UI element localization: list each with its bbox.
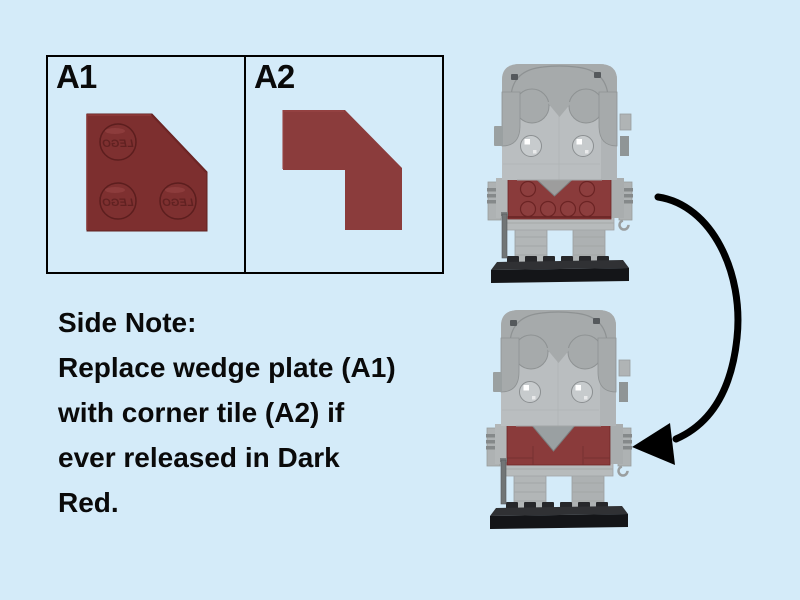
wedge-plate-icon: LEGO LEGO LEGO: [86, 113, 208, 232]
side-note-line: Side Note:: [58, 307, 197, 338]
svg-text:LEGO: LEGO: [102, 197, 134, 209]
side-note-line: ever released in Dark: [58, 442, 340, 473]
part-label-a1: A1: [56, 58, 97, 95]
svg-text:LEGO: LEGO: [102, 138, 134, 150]
side-note-text: Side Note: Replace wedge plate (A1) with…: [58, 300, 396, 525]
side-note-line: Red.: [58, 487, 119, 518]
plate-stud: LEGO: [99, 123, 137, 161]
figure-head: [493, 63, 632, 181]
svg-text:LEGO: LEGO: [162, 197, 194, 209]
part-label-a2: A2: [254, 58, 295, 95]
plate-stud: LEGO: [159, 182, 197, 220]
corner-tile-icon: [282, 110, 402, 230]
figure-blaster-stick: [499, 457, 508, 505]
parts-reference-box: LEGO LEGO LEGO A1: [46, 55, 444, 274]
plate-stud: LEGO: [99, 182, 137, 220]
arrow-shaft: [654, 193, 742, 443]
part-cell-a1: LEGO LEGO LEGO A1: [48, 57, 246, 272]
replace-arrow-icon: [632, 193, 742, 465]
side-note-line: Replace wedge plate (A1): [58, 352, 396, 383]
corner-tile-a2-image: [282, 110, 402, 230]
part-cell-a2: A2: [246, 57, 442, 272]
wedge-plate-a1-image: LEGO LEGO LEGO: [86, 113, 208, 232]
figure-blaster-stick: [500, 211, 509, 259]
side-note-line: with corner tile (A2) if: [58, 397, 345, 428]
arrow-head: [632, 423, 675, 465]
